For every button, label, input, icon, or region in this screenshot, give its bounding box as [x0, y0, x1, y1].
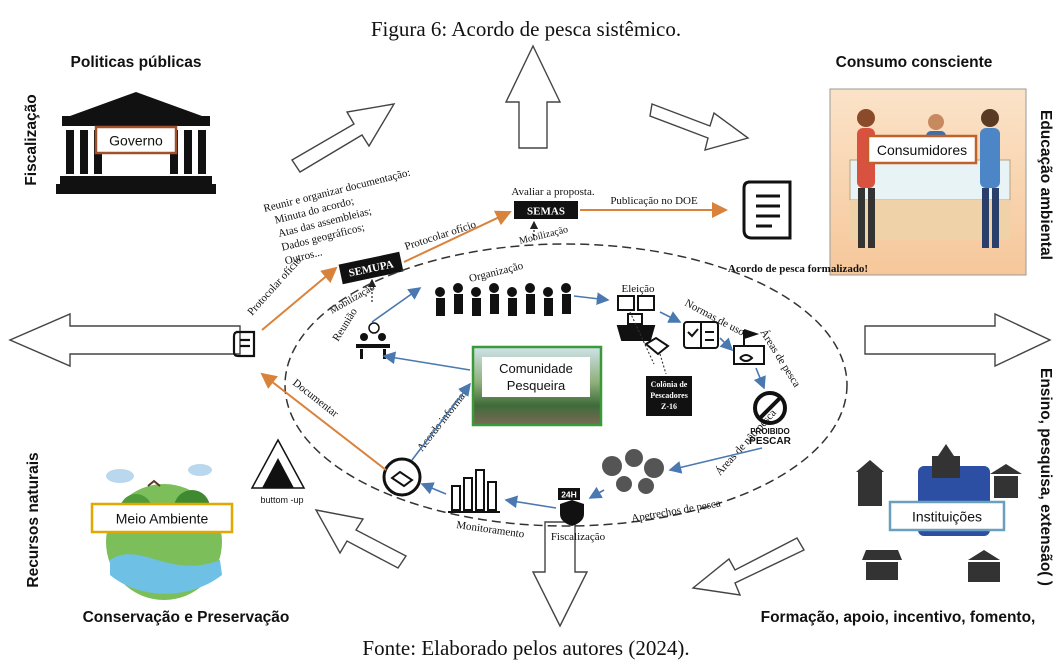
flow-apetrechos-fiscalizacao — [588, 486, 605, 499]
arrow-down-left — [314, 509, 408, 569]
arrow-down — [531, 521, 589, 628]
apetrechos-label: Apetrechos de pesca — [630, 497, 721, 525]
colonia-link — [659, 353, 667, 375]
people-crowd-icon — [435, 283, 571, 316]
acordo-formalizado-label: Acordo de pesca formalizado! — [728, 263, 868, 275]
flow-acordo-comunidade — [411, 382, 471, 461]
monitoring-bar-chart-icon — [448, 469, 500, 513]
instituicoes-box — [888, 500, 1006, 532]
hollow-arrows — [8, 44, 1052, 628]
figure-caption: Figura 6: Acordo de pesca sistêmico. — [371, 17, 681, 41]
pescar-label: PESCAR — [749, 436, 791, 447]
fishing-area-flag-icon — [733, 329, 765, 365]
governo-box — [94, 125, 178, 155]
flow-protocolar-2 — [403, 210, 512, 263]
bottom-up-mountain-icon — [250, 438, 306, 489]
flow-monitoramento-acordo — [420, 482, 447, 495]
arrow-left-down — [691, 537, 805, 596]
protocolar-oficio-1-label: Protocolar ofício — [245, 254, 304, 318]
meio-ambiente-box — [90, 502, 234, 534]
flow-protocolar-1 — [261, 266, 338, 331]
governo-label: Governo — [109, 133, 163, 149]
figure-source: Fonte: Elaborado pelos autores (2024). — [362, 636, 689, 660]
organizacao-label: Organização — [468, 260, 525, 285]
conservacao-title: Conservação e Preservação — [83, 609, 290, 626]
instituicoes-label: Instituições — [912, 509, 982, 525]
arrow-right-down — [649, 103, 750, 151]
ballot-box-icon — [616, 295, 656, 341]
protocolar-oficio-2-label: Protocolar ofício — [403, 218, 478, 253]
publicacao-doe-label: Publicação no DOE — [610, 195, 698, 207]
flow-reuniao-organizacao — [371, 287, 422, 323]
avaliar-proposta-label: Avaliar a proposta. — [511, 186, 594, 198]
arrow-up-right — [291, 103, 396, 173]
fiscalizacao-side-label: Fiscalização — [23, 94, 40, 185]
fiscalizacao-badge-label: 24H — [561, 490, 577, 500]
meeting-icon — [356, 322, 390, 359]
buttom-up-label: buttom -up — [260, 495, 303, 505]
eleicao-label: Eleição — [622, 283, 655, 295]
semas-label: SEMAS — [527, 206, 565, 218]
cycle-ellipse — [284, 243, 848, 527]
semas-badge: SEMAS — [514, 201, 578, 219]
fiscalizacao-badge — [558, 488, 580, 500]
colonia-badge — [646, 376, 692, 416]
document-icon — [232, 330, 256, 358]
politicas-publicas-title: Politicas públicas — [71, 54, 202, 71]
monitoramento-label: Monitoramento — [456, 519, 526, 540]
handshake-circle-icon — [382, 457, 422, 497]
eleicao-colonia-link — [629, 311, 655, 365]
flow-documentar — [260, 372, 387, 471]
ensino-pesquisa-side-label: Ensino, pesquisa, extensão( ) — [1037, 368, 1053, 586]
cycle-flows — [371, 287, 766, 509]
consumidores-box — [866, 134, 978, 165]
formalized-agreement-scroll-icon — [742, 180, 792, 240]
shield-guard-icon — [560, 500, 584, 526]
flow-areas-proibido — [753, 367, 766, 390]
educacao-ambiental-side-label: Educação ambiental — [1037, 110, 1053, 260]
fishing-gear-icon — [602, 449, 664, 494]
comunidade-label-line2: Pesqueira — [507, 378, 566, 393]
flow-eleicao-normas — [659, 311, 682, 323]
flow-normas-areas — [719, 337, 734, 352]
flow-proibido-apetrechos — [668, 447, 763, 474]
consumidores-label: Consumidores — [877, 142, 967, 158]
comunidade-label-line1: Comunidade — [499, 361, 573, 376]
normas-de-uso-label: Normas de uso — [683, 297, 747, 339]
colonia-line2: Pescadores — [650, 391, 688, 400]
handshake-icon — [644, 336, 670, 356]
meio-ambiente-label: Meio Ambiente — [116, 511, 209, 527]
comunidade-label-box — [482, 357, 590, 397]
flow-fiscalizacao-monitoramento — [504, 495, 557, 509]
proibido-label: PROIBIDO — [750, 427, 790, 436]
recursos-naturais-side-label: Recursos naturais — [25, 452, 42, 587]
flow-organizacao-eleicao — [573, 292, 610, 306]
arrow-left — [8, 312, 241, 368]
semupa-badge: SEMUPA — [338, 251, 404, 285]
rules-book-icon — [683, 321, 719, 349]
no-fishing-sign-icon — [753, 391, 787, 425]
consumo-consciente-title: Consumo consciente — [836, 54, 993, 71]
colonia-line3: Z-16 — [661, 402, 677, 411]
fiscalizacao-label: Fiscalização — [551, 531, 606, 543]
colonia-line1: Colônia de — [651, 380, 688, 389]
documentar-label: Documentar — [290, 377, 340, 420]
formacao-apoio-title: Formação, apoio, incentivo, fomento, — [761, 609, 1036, 626]
arrow-up — [504, 44, 562, 149]
handshake-inner-icon — [390, 470, 414, 488]
reunir-documentacao-block: Reunir e organizar documentação: Minuta … — [262, 167, 411, 268]
arrow-right — [864, 312, 1052, 368]
consumers-shop-illustration — [829, 88, 1027, 276]
flow-comunidade-reuniao — [382, 351, 471, 371]
